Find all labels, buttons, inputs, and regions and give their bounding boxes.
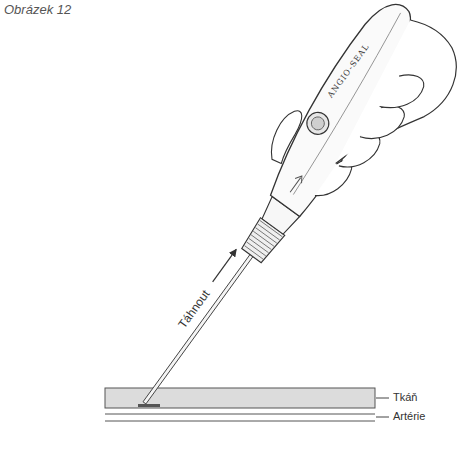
pull-arrow <box>213 249 237 281</box>
leader-line <box>376 398 389 399</box>
finger <box>378 67 428 121</box>
artery-wall <box>105 421 375 422</box>
artery-wall <box>105 414 375 415</box>
anchor <box>138 404 160 407</box>
sheath <box>143 253 254 404</box>
part-label: Tkáň <box>393 392 417 403</box>
arrow-mark <box>287 174 305 195</box>
button-center <box>309 114 327 132</box>
figure-title: Obrázek 12 <box>4 3 71 16</box>
part-label: Artérie <box>393 411 425 422</box>
angio-seal-device <box>101 0 459 441</box>
thumb <box>261 106 313 165</box>
action-label: Táhnout <box>176 288 212 331</box>
button <box>302 108 333 139</box>
leader-line <box>376 417 389 418</box>
